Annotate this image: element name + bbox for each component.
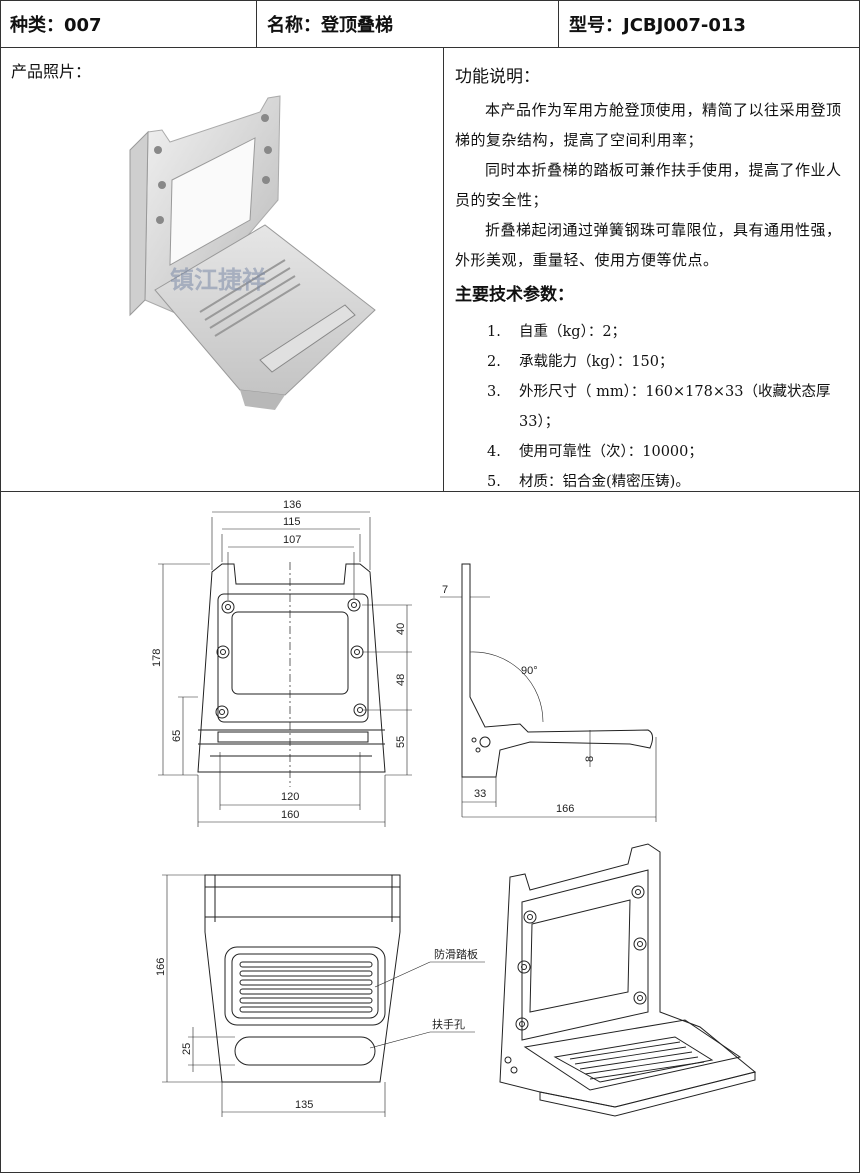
function-title: 功能说明： bbox=[455, 67, 540, 87]
spec-item: 1. 自重（kg）：2； bbox=[487, 317, 852, 347]
spec-text: 材质：铝合金(精密压铸)。 bbox=[519, 474, 690, 490]
dim-step-166: 166 bbox=[155, 958, 167, 976]
product-photo: 镇江捷祥 bbox=[129, 95, 376, 410]
spec-text: 自重（kg）：2； bbox=[519, 324, 627, 340]
function-paragraph: 本产品作为军用方舱登顶使用，精简了以往采用登顶梯的复杂结构，提高了空间利用率； bbox=[455, 101, 842, 149]
front-view bbox=[158, 511, 412, 827]
spec-text: 使用可靠性（次）：10000； bbox=[519, 444, 703, 460]
category-cell: 种类：007 bbox=[10, 15, 102, 36]
anti-slip-label: 防滑踏板 bbox=[434, 947, 478, 961]
function-paragraph: 折叠梯起闭通过弹簧钢珠可靠限位，具有通用性强，外形美观，重量轻、使用方便等优点。 bbox=[455, 221, 842, 269]
technical-drawing: 136 115 107 178 65 40 48 55 120 160 7 90… bbox=[151, 499, 757, 1117]
spec-item: 3. 外形尺寸（ mm）：160×178×33（收藏状态厚 33）； bbox=[487, 377, 852, 437]
dim-136: 136 bbox=[283, 499, 301, 511]
border-left bbox=[0, 0, 1, 1173]
dim-65: 65 bbox=[171, 730, 183, 742]
function-paragraph: 同时本折叠梯的踏板可兼作扶手使用，提高了作业人员的安全性； bbox=[455, 161, 842, 209]
spec-num: 3. bbox=[487, 384, 501, 400]
dim-120: 120 bbox=[281, 791, 299, 803]
header-divider bbox=[0, 47, 860, 48]
spec-num: 5. bbox=[487, 474, 501, 490]
dim-135: 135 bbox=[295, 1099, 313, 1111]
spec-text: 外形尺寸（ mm）：160×178×33（收藏状态厚 33）； bbox=[519, 384, 831, 430]
dim-8: 8 bbox=[584, 756, 596, 762]
dim-33: 33 bbox=[474, 788, 486, 800]
section-divider bbox=[0, 491, 860, 492]
spec-num: 4. bbox=[487, 444, 501, 460]
side-view bbox=[440, 563, 657, 822]
header-sep-2 bbox=[558, 0, 559, 48]
dim-160: 160 bbox=[281, 809, 299, 821]
step-view bbox=[162, 874, 485, 1117]
watermark-text: 镇江捷祥 bbox=[170, 266, 266, 294]
handle-hole-label: 扶手孔 bbox=[432, 1017, 465, 1031]
dimension-labels: 136 115 107 178 65 40 48 55 120 160 7 90… bbox=[151, 499, 596, 1111]
specs-title: 主要技术参数： bbox=[455, 285, 574, 305]
header-sep-1 bbox=[256, 0, 257, 48]
isometric-view bbox=[499, 843, 757, 1117]
dim-107: 107 bbox=[283, 534, 301, 546]
name-cell: 名称：登顶叠梯 bbox=[267, 15, 393, 36]
spec-text: 承载能力（kg）：150； bbox=[519, 354, 674, 370]
spec-item: 5. 材质：铝合金(精密压铸)。 bbox=[487, 467, 852, 497]
dim-7: 7 bbox=[442, 584, 448, 596]
dim-48: 48 bbox=[395, 674, 407, 686]
dim-166: 166 bbox=[556, 803, 574, 815]
border-top bbox=[0, 0, 860, 1]
dim-55: 55 bbox=[395, 736, 407, 748]
dim-178: 178 bbox=[151, 649, 163, 667]
spec-item: 4. 使用可靠性（次）：10000； bbox=[487, 437, 852, 467]
dim-40: 40 bbox=[395, 623, 407, 635]
model-cell: 型号：JCBJ007-013 bbox=[569, 15, 746, 36]
spec-num: 2. bbox=[487, 354, 501, 370]
specs-list: 1. 自重（kg）：2； 2. 承载能力（kg）：150； 3. 外形尺寸（ mm）：… bbox=[487, 317, 852, 497]
dim-angle-90: 90° bbox=[521, 665, 538, 677]
content-sep bbox=[443, 47, 444, 492]
spec-item: 2. 承载能力（kg）：150； bbox=[487, 347, 852, 377]
dim-25: 25 bbox=[181, 1043, 193, 1055]
dim-115: 115 bbox=[283, 516, 301, 528]
photo-label: 产品照片： bbox=[11, 62, 92, 81]
spec-num: 1. bbox=[487, 324, 501, 340]
